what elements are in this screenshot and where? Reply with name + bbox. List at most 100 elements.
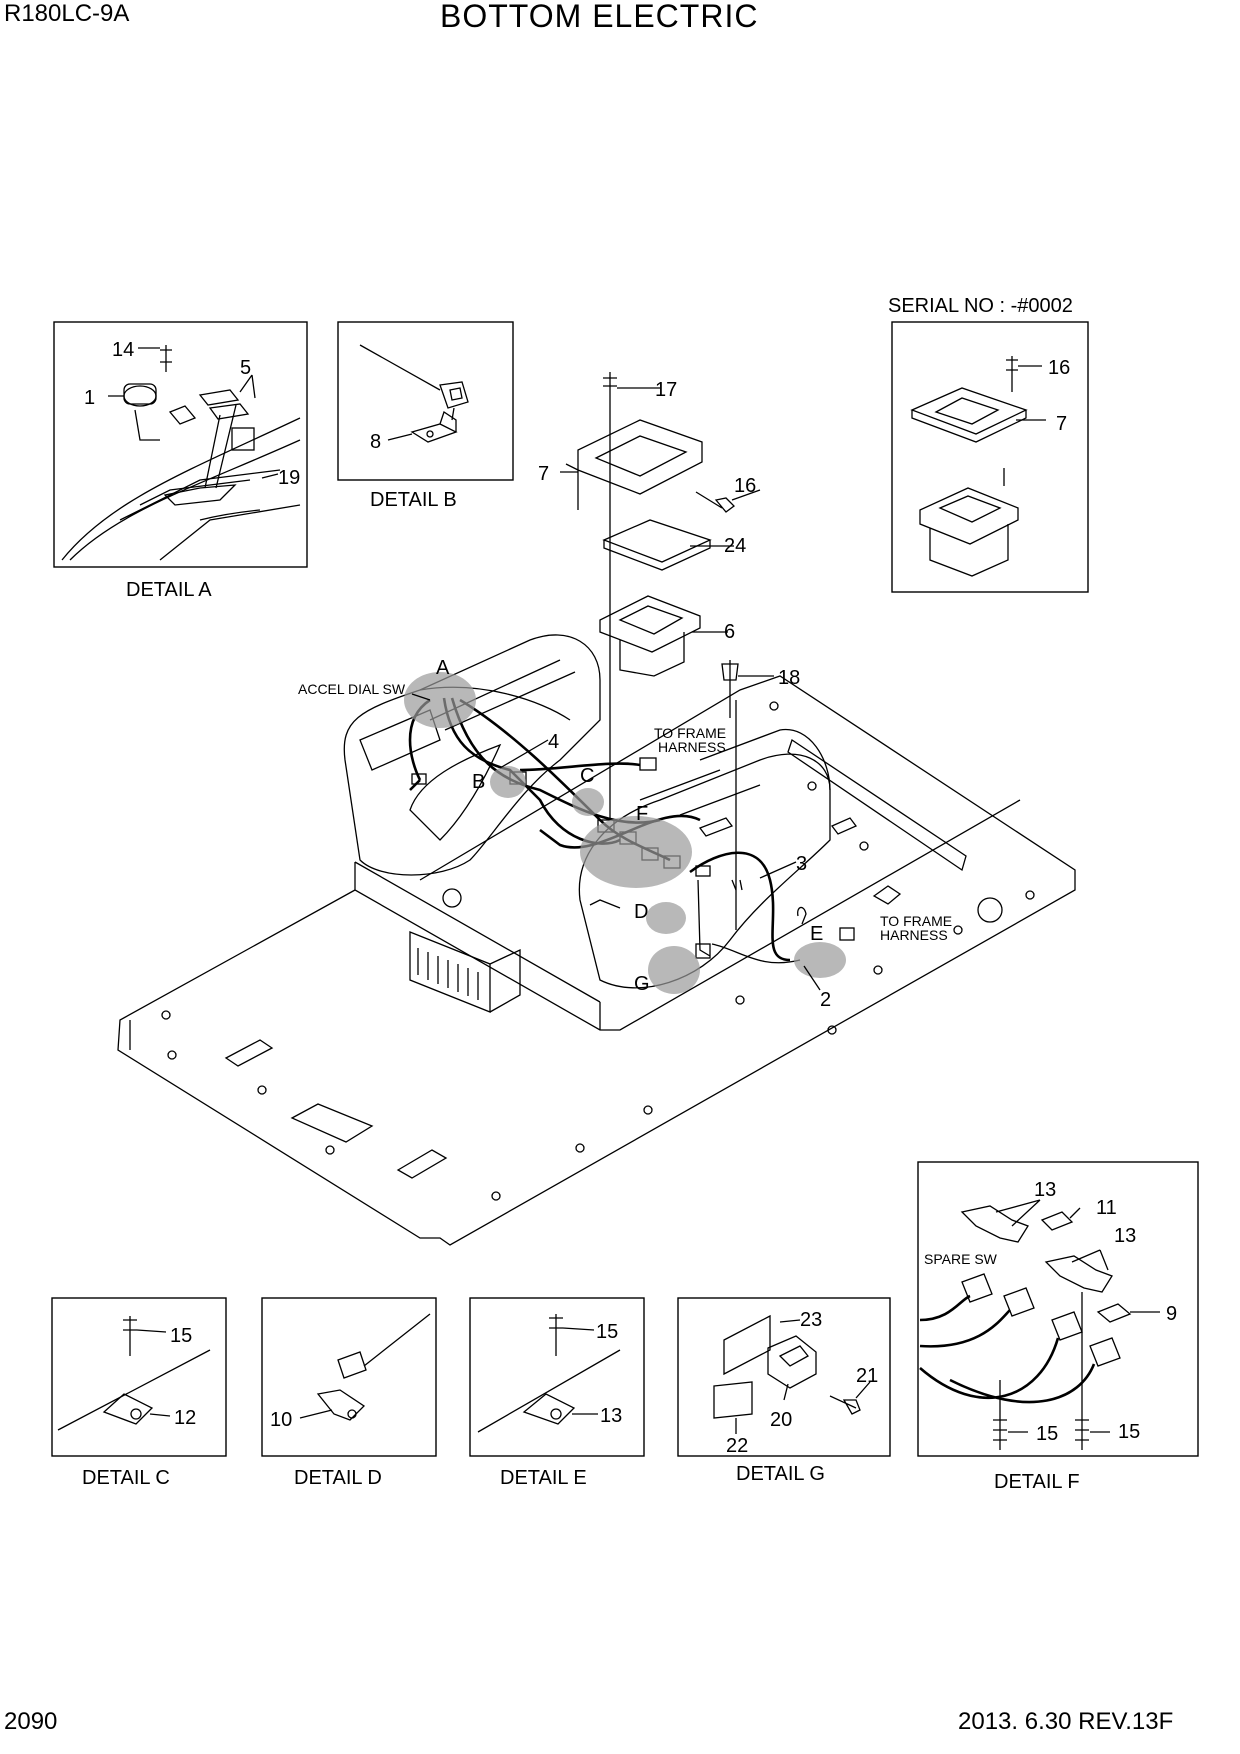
detail-d-caption: DETAIL D	[294, 1467, 382, 1489]
label-7: 7	[538, 463, 549, 485]
to-frame-harness-note-1-line-2: HARNESS	[658, 739, 726, 755]
page-number: 2090	[4, 1708, 58, 1735]
marker-f: F	[636, 803, 648, 825]
to-frame-harness-note-2-line-2: HARNESS	[880, 927, 948, 943]
vent-grille-icon	[417, 948, 479, 1000]
label-18: 18	[778, 667, 800, 689]
vent-box	[409, 931, 521, 1013]
marker-c: C	[580, 765, 594, 787]
connector-icon	[839, 927, 855, 941]
label-f-15b: 15	[1118, 1421, 1140, 1443]
plate-24-icon	[602, 519, 712, 571]
label-g-21: 21	[856, 1365, 878, 1387]
marker-d-highlight	[646, 902, 686, 934]
detail-b-caption: DETAIL B	[370, 489, 457, 511]
screw-icon	[829, 1395, 861, 1415]
detail-b-frame	[337, 321, 514, 481]
floor-plate	[117, 675, 1076, 1246]
label-f-11: 11	[1096, 1197, 1117, 1219]
accel-dial-sw-note: ACCEL DIAL SW	[298, 681, 406, 697]
label-g-20: 20	[770, 1409, 792, 1431]
floor-rail	[787, 738, 967, 872]
bolt-icon	[160, 345, 172, 372]
switch-icon	[231, 427, 255, 451]
label-19: 19	[278, 467, 300, 489]
detail-d-frame	[261, 1297, 437, 1457]
label-14: 14	[112, 339, 134, 361]
bracket-9-icon	[1096, 1303, 1132, 1323]
detail-b-panel: 8 DETAIL B	[337, 321, 514, 511]
label-24: 24	[724, 535, 746, 557]
harness-wire	[57, 1349, 211, 1431]
harness-wire	[359, 344, 441, 391]
spare-switch-icon	[961, 1273, 1121, 1367]
detail-d-panel: 10 DETAIL D	[261, 1297, 437, 1489]
marker-a-highlight	[404, 672, 476, 728]
detail-markers: A B C D E F G	[404, 657, 846, 995]
detail-a-console	[61, 417, 301, 561]
label-e-15: 15	[596, 1321, 618, 1343]
left-console	[343, 634, 601, 876]
bolt-16-icon	[695, 489, 761, 513]
detail-a-panel: 14 5 1 19 DETAIL A	[53, 321, 308, 601]
label-8: 8	[370, 431, 381, 453]
detail-g-panel: 23 21 20 22 DETAIL G	[677, 1297, 891, 1485]
serial-box-icon	[919, 487, 1019, 577]
page-title: BOTTOM ELECTRIC	[440, 0, 759, 34]
label-16: 16	[734, 475, 756, 497]
marker-g-highlight	[648, 946, 700, 994]
detail-e-frame	[469, 1297, 645, 1457]
detail-c-caption: DETAIL C	[82, 1467, 170, 1489]
label-17: 17	[655, 379, 677, 401]
serial-bolt-icon	[1006, 356, 1042, 392]
to-frame-harness-note-2-line-1: TO FRAME	[880, 913, 952, 929]
label-g-23: 23	[800, 1309, 822, 1331]
detail-c-panel: 15 12 DETAIL C	[51, 1297, 227, 1489]
sensor-18-icon	[721, 660, 774, 718]
switch-icon	[767, 1335, 817, 1389]
detail-a-caption: DETAIL A	[126, 579, 212, 601]
serial-bracket-icon	[910, 387, 1028, 443]
label-2: 2	[820, 989, 831, 1011]
marker-a: A	[436, 657, 450, 679]
bracket-7-icon	[565, 419, 703, 510]
detail-e-caption: DETAIL E	[500, 1467, 587, 1489]
floor-cutouts	[224, 1039, 448, 1179]
main-annotations: ACCEL DIAL SW TO FRAME HARNESS TO FRAME …	[298, 681, 952, 1011]
label-c-12: 12	[174, 1407, 196, 1429]
floor-holes	[161, 701, 1035, 1201]
label-d-10: 10	[270, 1409, 292, 1431]
marker-d: D	[634, 901, 648, 923]
label-c-15: 15	[170, 1325, 192, 1347]
label-e-13: 13	[600, 1405, 622, 1427]
label-f-13b: 13	[1114, 1225, 1136, 1247]
dial-connector-icon	[134, 405, 197, 441]
connector-icon	[695, 865, 711, 877]
to-frame-harness-note-1-line-1: TO FRAME	[654, 725, 726, 741]
clamp-icon	[522, 1393, 576, 1425]
bracket-icon	[410, 410, 458, 443]
label-f-15a: 15	[1036, 1423, 1058, 1445]
label-f-13a: 13	[1034, 1179, 1056, 1201]
marker-b-highlight	[490, 766, 526, 798]
bracket-icon	[316, 1389, 366, 1421]
label-3: 3	[796, 853, 807, 875]
label-g-22: 22	[726, 1435, 748, 1457]
bolt-icon	[123, 1316, 167, 1356]
detail-g-caption: DETAIL G	[736, 1463, 825, 1485]
accel-dial-icon	[123, 385, 157, 407]
label-5: 5	[240, 357, 251, 379]
marker-e: E	[810, 923, 823, 945]
harness-wire	[363, 1313, 431, 1367]
upper-parts: 17 7 16 24 6 18	[538, 372, 800, 930]
bracket-13b-icon	[1044, 1255, 1113, 1293]
marker-b: B	[472, 771, 485, 793]
detail-f-panel: SPARE SW 13 11 13 9 15 15 DETAIL F	[917, 1161, 1199, 1493]
floor-outline	[117, 675, 1076, 1246]
label-serial-16: 16	[1048, 357, 1070, 379]
connector-icon	[411, 773, 427, 785]
bolt-icon	[993, 1380, 1007, 1450]
label-f-9: 9	[1166, 1303, 1177, 1325]
detail-e-panel: 15 13 DETAIL E	[469, 1297, 645, 1489]
